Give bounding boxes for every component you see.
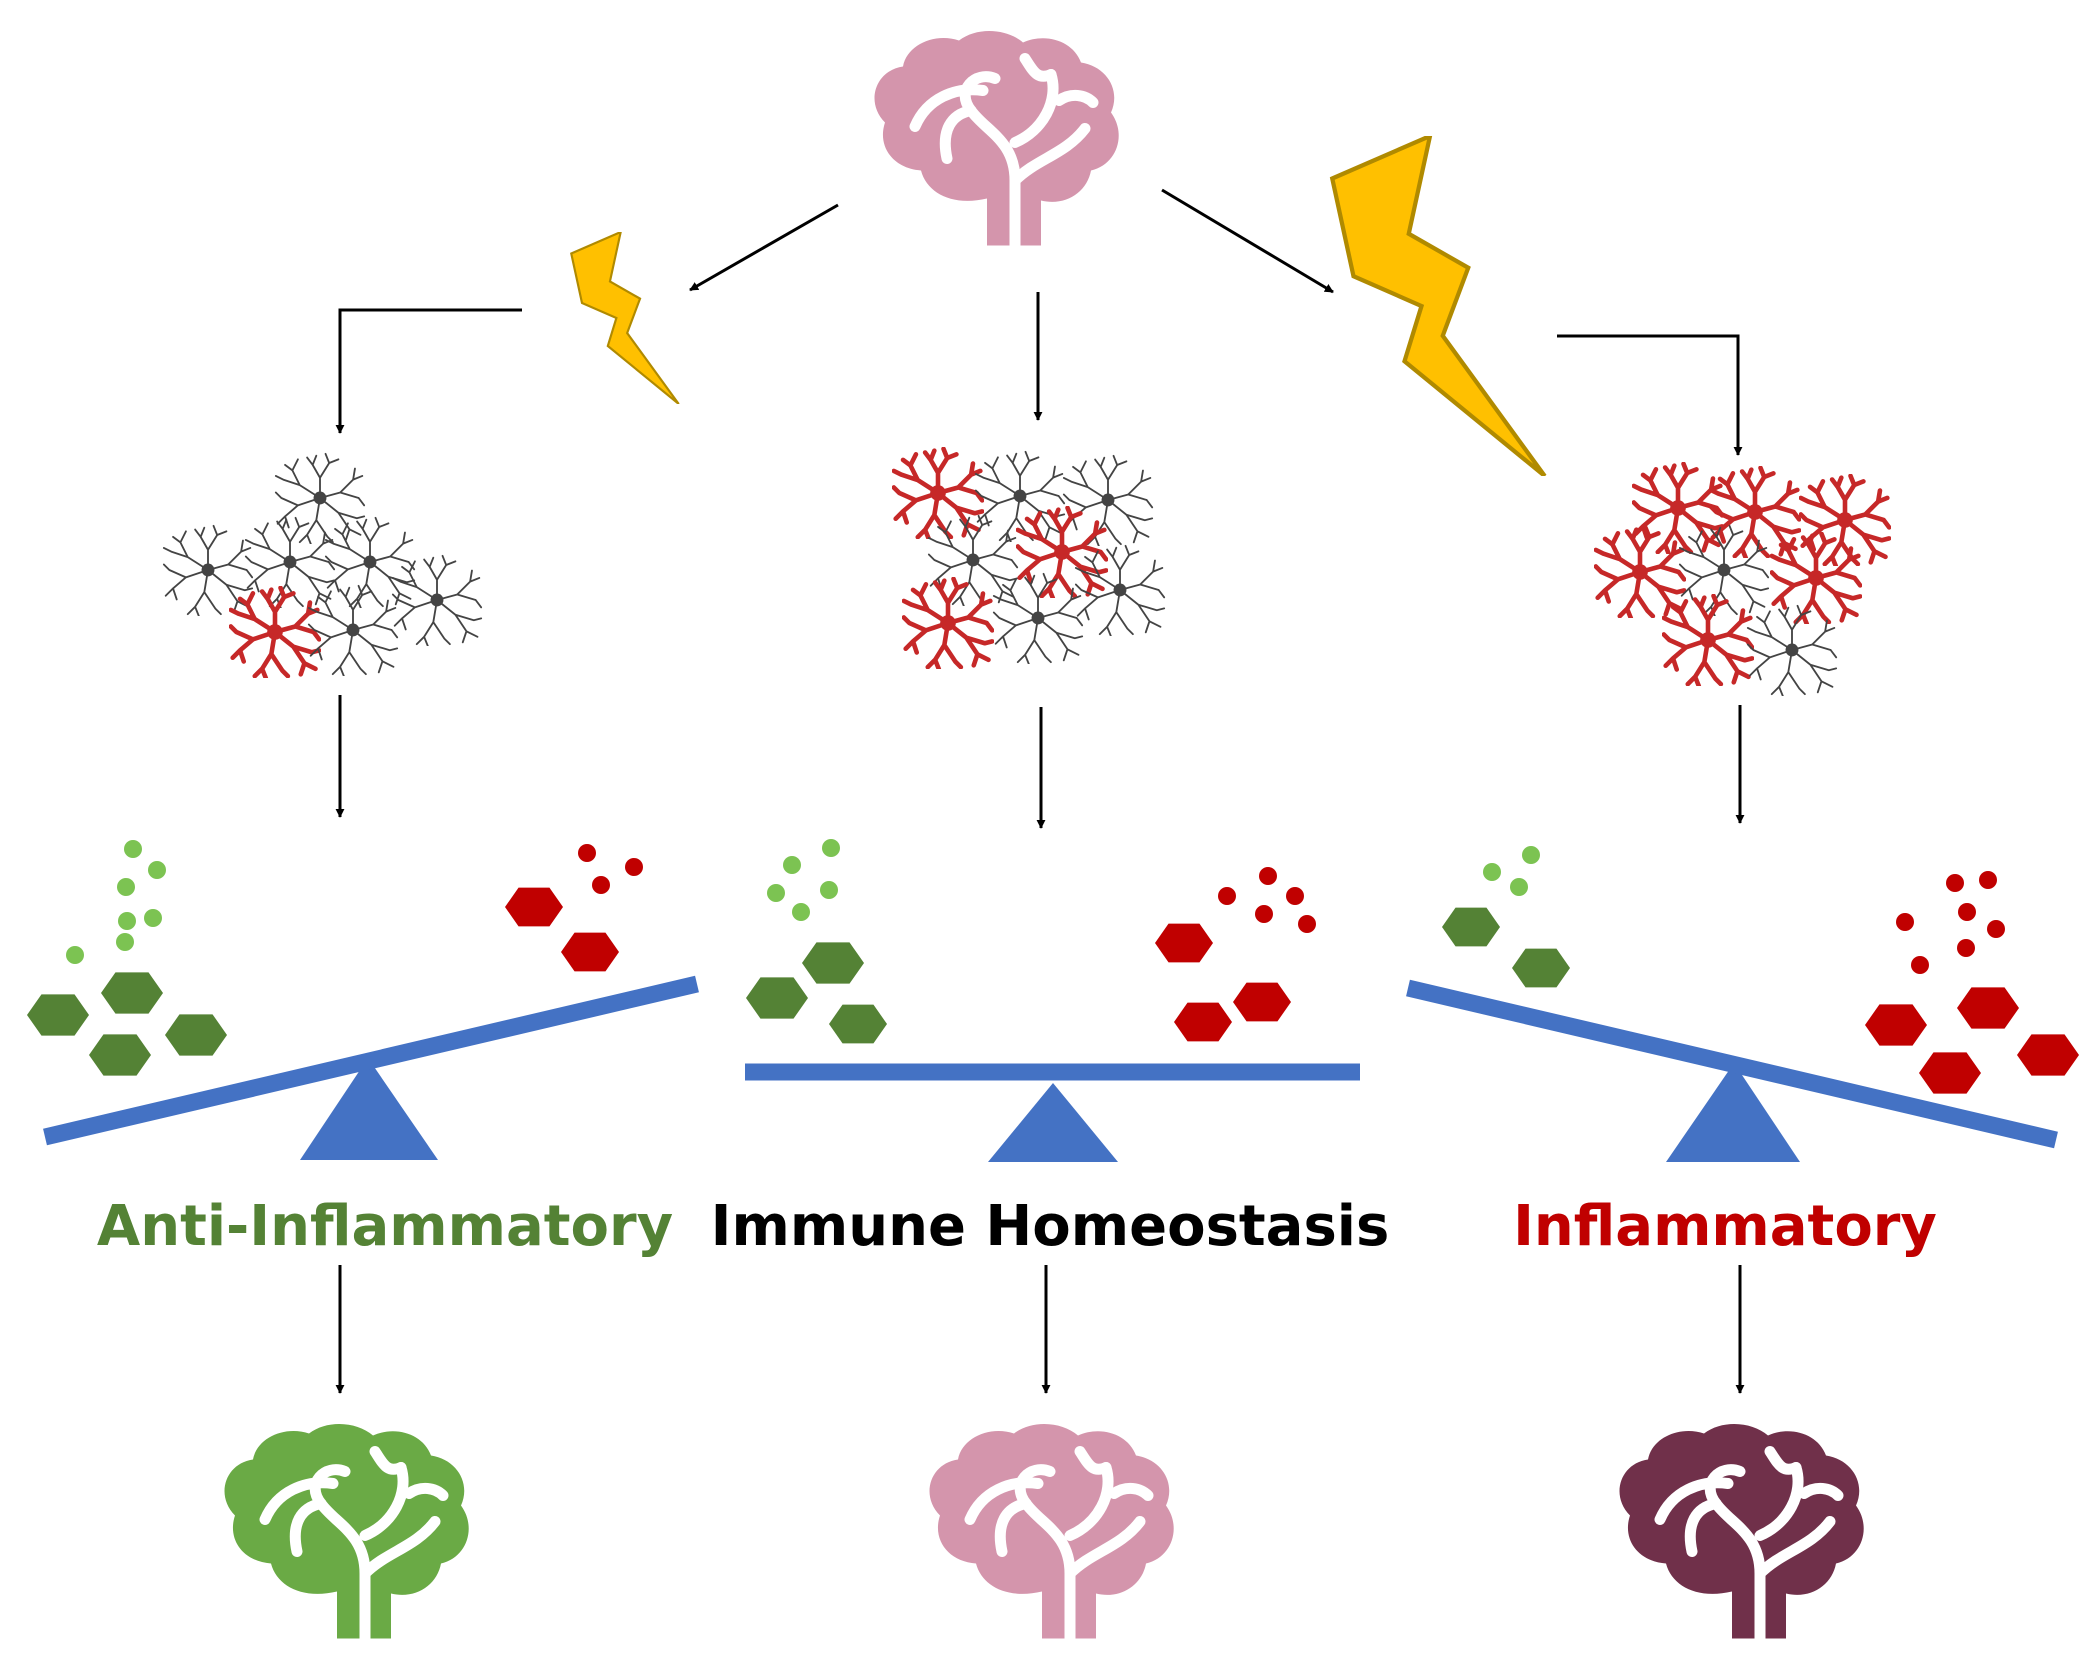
seesaw-pivot-homeostasis bbox=[988, 1083, 1118, 1162]
cytokine-hexagon-icon bbox=[2017, 1034, 2079, 1076]
cytokine-hexagon-icon bbox=[165, 1014, 227, 1056]
cytokine-hexagon-icon bbox=[27, 994, 89, 1036]
resting-microglia-icon bbox=[324, 516, 416, 608]
cytokine-hexagon-icon bbox=[1155, 923, 1213, 963]
cytokine-hexagon-icon bbox=[802, 942, 864, 984]
cytokine-hexagon-icon bbox=[1919, 1052, 1981, 1094]
top-brain-icon bbox=[875, 31, 1119, 246]
pro-inflammatory-hexagons bbox=[1155, 923, 1291, 1042]
anti-inflammatory-hexagons bbox=[27, 972, 227, 1076]
activated-microglia-icon bbox=[1711, 468, 1799, 558]
elbow-arrow-right bbox=[1557, 334, 1743, 456]
pro-inflammatory-dots bbox=[578, 844, 643, 894]
cytokine-hexagon-icon bbox=[829, 1004, 887, 1044]
cytokine-hexagon-icon bbox=[1233, 982, 1291, 1022]
cytokine-hexagon-icon bbox=[1865, 1004, 1927, 1046]
seesaw-pivot-inflammatory bbox=[1666, 1063, 1800, 1162]
middle-arrows bbox=[335, 695, 1745, 829]
anti-inflammatory-hexagons bbox=[746, 942, 887, 1044]
pro-inflammatory-hexagons bbox=[1865, 987, 2079, 1094]
cytokine-hexagon-icon bbox=[746, 977, 808, 1019]
seesaw-homeostasis bbox=[745, 839, 1360, 1162]
microglia-cluster-anti bbox=[162, 452, 483, 678]
cytokine-hexagon-icon bbox=[561, 932, 619, 972]
anti-inflammatory-dots bbox=[1483, 846, 1540, 896]
small-lightning-bolt-icon bbox=[569, 232, 681, 404]
resting-microglia-icon bbox=[307, 584, 399, 676]
outcome-brain-anti-icon bbox=[225, 1424, 469, 1639]
cytokine-hexagon-icon bbox=[505, 887, 563, 927]
anti-inflammatory-hexagons bbox=[1442, 907, 1570, 988]
label-anti-inflammatory: Anti-Inflammatory bbox=[97, 1194, 673, 1259]
outcome-brain-inflammatory-icon bbox=[1620, 1424, 1864, 1639]
cytokine-hexagon-icon bbox=[1174, 1002, 1232, 1042]
seesaw-pivot-anti bbox=[300, 1058, 438, 1160]
resting-microglia-icon bbox=[274, 452, 366, 544]
cytokine-hexagon-icon bbox=[1442, 907, 1500, 947]
elbow-arrow-left bbox=[335, 308, 522, 434]
activated-microglia-icon bbox=[894, 449, 982, 539]
label-inflammatory: Inflammatory bbox=[1513, 1194, 1937, 1259]
cytokine-hexagon-icon bbox=[1957, 987, 2019, 1029]
top-arrows bbox=[335, 188, 1743, 456]
activated-microglia-icon bbox=[904, 579, 992, 669]
arrow-to-large-bolt bbox=[1161, 188, 1334, 294]
microglia-cluster-inflammatory bbox=[1596, 464, 1889, 696]
bottom-arrows bbox=[335, 1265, 1745, 1394]
resting-microglia-icon bbox=[1062, 454, 1154, 546]
seesaw-lever-inflammatory bbox=[1406, 979, 2058, 1149]
seesaw-anti bbox=[27, 840, 699, 1160]
cytokine-hexagon-icon bbox=[101, 972, 163, 1014]
pro-inflammatory-dots bbox=[1218, 867, 1316, 933]
seesaw-inflammatory bbox=[1406, 846, 2079, 1162]
resting-microglia-icon bbox=[162, 524, 254, 616]
microglia-cluster-homeostasis bbox=[894, 449, 1166, 669]
anti-inflammatory-dots bbox=[66, 840, 166, 964]
pro-inflammatory-dots bbox=[1896, 871, 2005, 974]
arrow-to-small-bolt bbox=[689, 203, 839, 292]
large-lightning-bolt-icon bbox=[1332, 136, 1545, 476]
activated-microglia-icon bbox=[1596, 528, 1684, 618]
cytokine-hexagon-icon bbox=[89, 1034, 151, 1076]
cytokine-hexagon-icon bbox=[1512, 948, 1570, 988]
seesaw-lever-anti bbox=[43, 975, 699, 1146]
anti-inflammatory-dots bbox=[767, 839, 840, 921]
resting-microglia-icon bbox=[391, 554, 483, 646]
outcome-brain-homeostasis-icon bbox=[930, 1424, 1174, 1639]
pro-inflammatory-hexagons bbox=[505, 887, 619, 972]
label-immune-homeostasis: Immune Homeostasis bbox=[711, 1194, 1390, 1259]
